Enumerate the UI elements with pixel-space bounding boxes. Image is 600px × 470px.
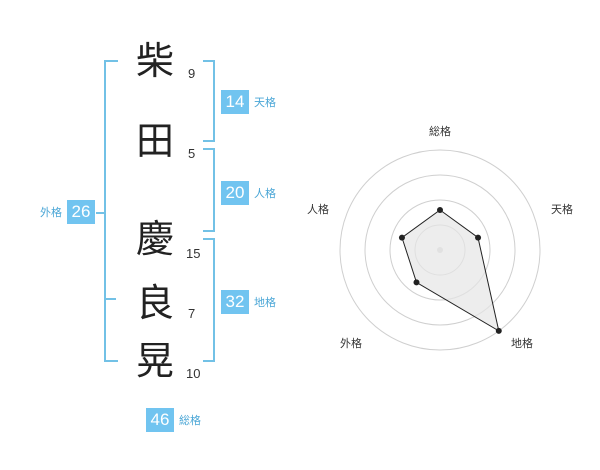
radar-point-5 [398,234,405,241]
radar-axis-label-soukaku: 総格 [429,125,451,138]
chikaku-value: 32 [221,290,249,314]
kanji-2: 田 [135,119,174,163]
jinkaku-score: 20 人格 [221,181,276,205]
jinkaku-label: 人格 [254,187,276,200]
gaikaku-label: 外格 [40,206,62,219]
gaikaku-bracket-mid-tick [104,298,116,300]
soukaku-score: 46 総格 [146,408,201,432]
radar-axis-label-tenkaku: 天格 [551,203,573,216]
kanji-4: 良 [135,281,174,325]
radar-axis-label-jinkaku: 人格 [307,203,329,216]
tenkaku-bracket [203,60,215,142]
radar-point-3 [495,327,502,334]
soukaku-label: 総格 [179,414,201,427]
radar-series-area [401,209,500,332]
chikaku-score: 32 地格 [221,290,276,314]
tenkaku-score: 14 天格 [221,90,276,114]
jinkaku-bracket [203,148,215,232]
radar-ring-3 [364,174,516,326]
radar-axis-label-gaikaku: 外格 [340,337,362,350]
radar-ring-4 [339,149,541,351]
tenkaku-label: 天格 [254,96,276,109]
stroke-count-4: 7 [188,306,196,321]
chikaku-bracket [203,238,215,362]
gaikaku-bracket [104,60,118,362]
jinkaku-value: 20 [221,181,249,205]
radar-point-4 [413,279,420,286]
radar-ring-2 [389,199,491,301]
gaikaku-score: 26 外格 [40,200,95,224]
soukaku-value: 46 [146,408,174,432]
kanji-5: 晃 [135,339,174,383]
tenkaku-value: 14 [221,90,249,114]
kanji-3: 慶 [135,217,174,261]
radar-point-2 [475,234,482,241]
stroke-count-3: 15 [186,246,201,261]
stroke-count-1: 9 [188,66,196,81]
kanji-1: 柴 [135,39,174,83]
chikaku-label: 地格 [254,296,276,309]
radar-axis-label-chikaku: 地格 [511,337,533,350]
name-panel: 柴 9 田 5 慶 15 良 7 晃 10 14 天格 20 人格 32 地格 … [40,39,276,432]
gaikaku-bracket-pointer [96,212,104,214]
radar-point-1 [437,207,443,213]
stroke-count-2: 5 [188,146,196,161]
gaikaku-value: 26 [67,200,95,224]
stroke-count-5: 10 [186,366,201,381]
